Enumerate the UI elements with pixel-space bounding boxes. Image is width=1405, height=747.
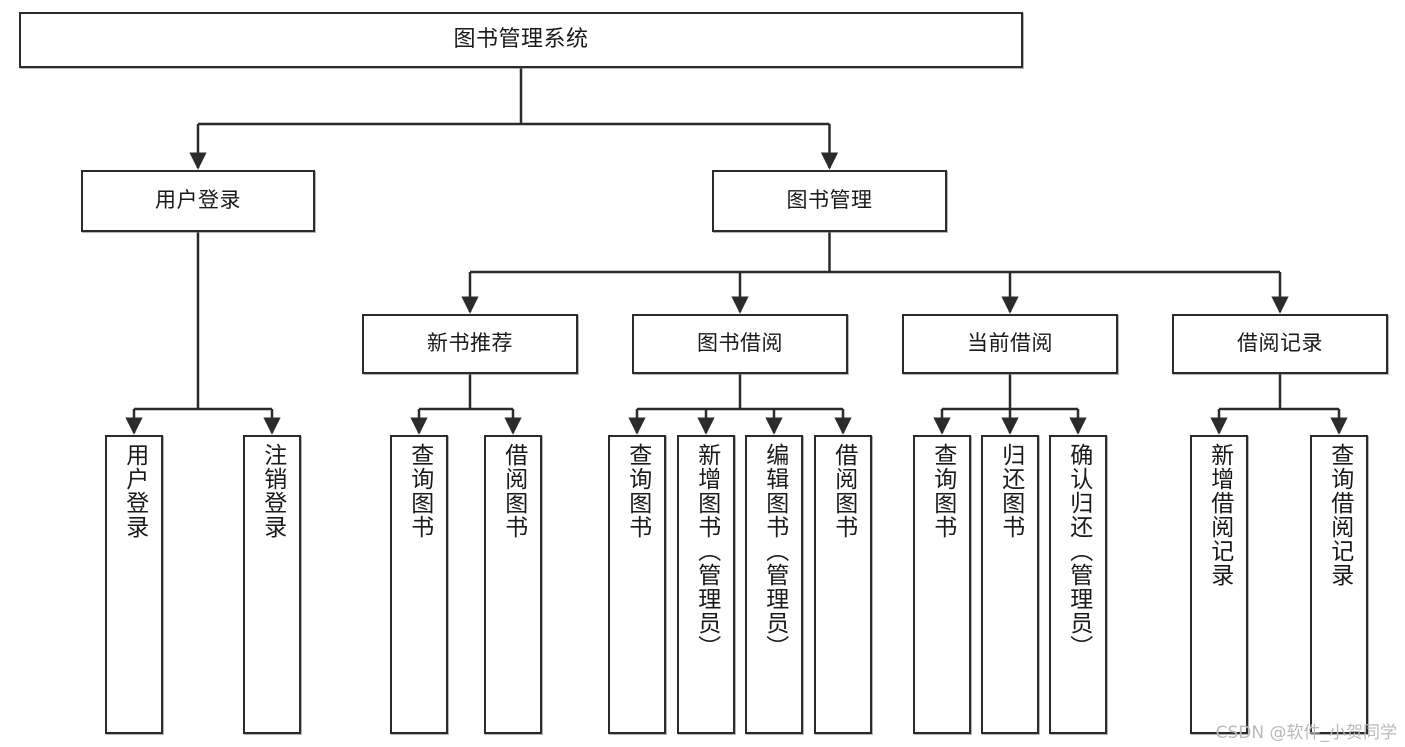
node-label: 借阅图书	[500, 443, 527, 539]
node-current[interactable]: 当前借阅	[902, 314, 1118, 374]
node-label: 确认归还（管理员）	[1065, 443, 1092, 659]
node-l-rc-add[interactable]: 新增借阅记录	[1190, 435, 1248, 734]
node-label: 注销登录	[259, 443, 286, 539]
node-l-rc-query[interactable]: 查询借阅记录	[1310, 435, 1368, 734]
node-label: 图书管理系统	[453, 26, 589, 52]
node-l-cb-confirm[interactable]: 确认归还（管理员）	[1049, 435, 1107, 734]
node-label: 当前借阅	[967, 331, 1053, 356]
node-label: 新增图书（管理员）	[693, 443, 720, 659]
node-l-bb-edit[interactable]: 编辑图书（管理员）	[745, 435, 803, 734]
node-borrow[interactable]: 图书借阅	[632, 314, 848, 374]
node-label: 归还图书	[997, 443, 1024, 539]
node-l-bb-lend[interactable]: 借阅图书	[814, 435, 872, 734]
node-l-bb-query[interactable]: 查询图书	[608, 435, 666, 734]
node-l-bb-add[interactable]: 新增图书（管理员）	[677, 435, 735, 734]
node-label: 新书推荐	[427, 331, 513, 356]
node-label: 用户登录	[155, 188, 241, 213]
node-label: 借阅记录	[1237, 331, 1323, 356]
node-l-logout[interactable]: 注销登录	[243, 435, 301, 734]
node-label: 用户登录	[121, 443, 148, 539]
node-bookmgmt[interactable]: 图书管理	[712, 170, 947, 232]
node-l-cb-return[interactable]: 归还图书	[981, 435, 1039, 734]
node-label: 借阅图书	[830, 443, 857, 539]
node-newbook[interactable]: 新书推荐	[362, 314, 578, 374]
node-label: 查询图书	[929, 443, 956, 539]
node-l-login[interactable]: 用户登录	[105, 435, 163, 734]
node-label: 图书借阅	[697, 331, 783, 356]
node-label: 编辑图书（管理员）	[761, 443, 788, 659]
node-l-nb-query[interactable]: 查询图书	[390, 435, 448, 734]
node-label: 查询图书	[624, 443, 651, 539]
node-l-cb-query[interactable]: 查询图书	[913, 435, 971, 734]
node-l-nb-borrow[interactable]: 借阅图书	[484, 435, 542, 734]
node-login[interactable]: 用户登录	[81, 170, 315, 232]
node-label: 查询借阅记录	[1326, 443, 1353, 587]
node-label: 新增借阅记录	[1206, 443, 1233, 587]
node-label: 图书管理	[786, 188, 873, 213]
node-root[interactable]: 图书管理系统	[19, 12, 1023, 68]
node-label: 查询图书	[406, 443, 433, 539]
watermark: CSDN @软件_小贺同学	[1215, 723, 1397, 743]
node-records[interactable]: 借阅记录	[1172, 314, 1388, 374]
